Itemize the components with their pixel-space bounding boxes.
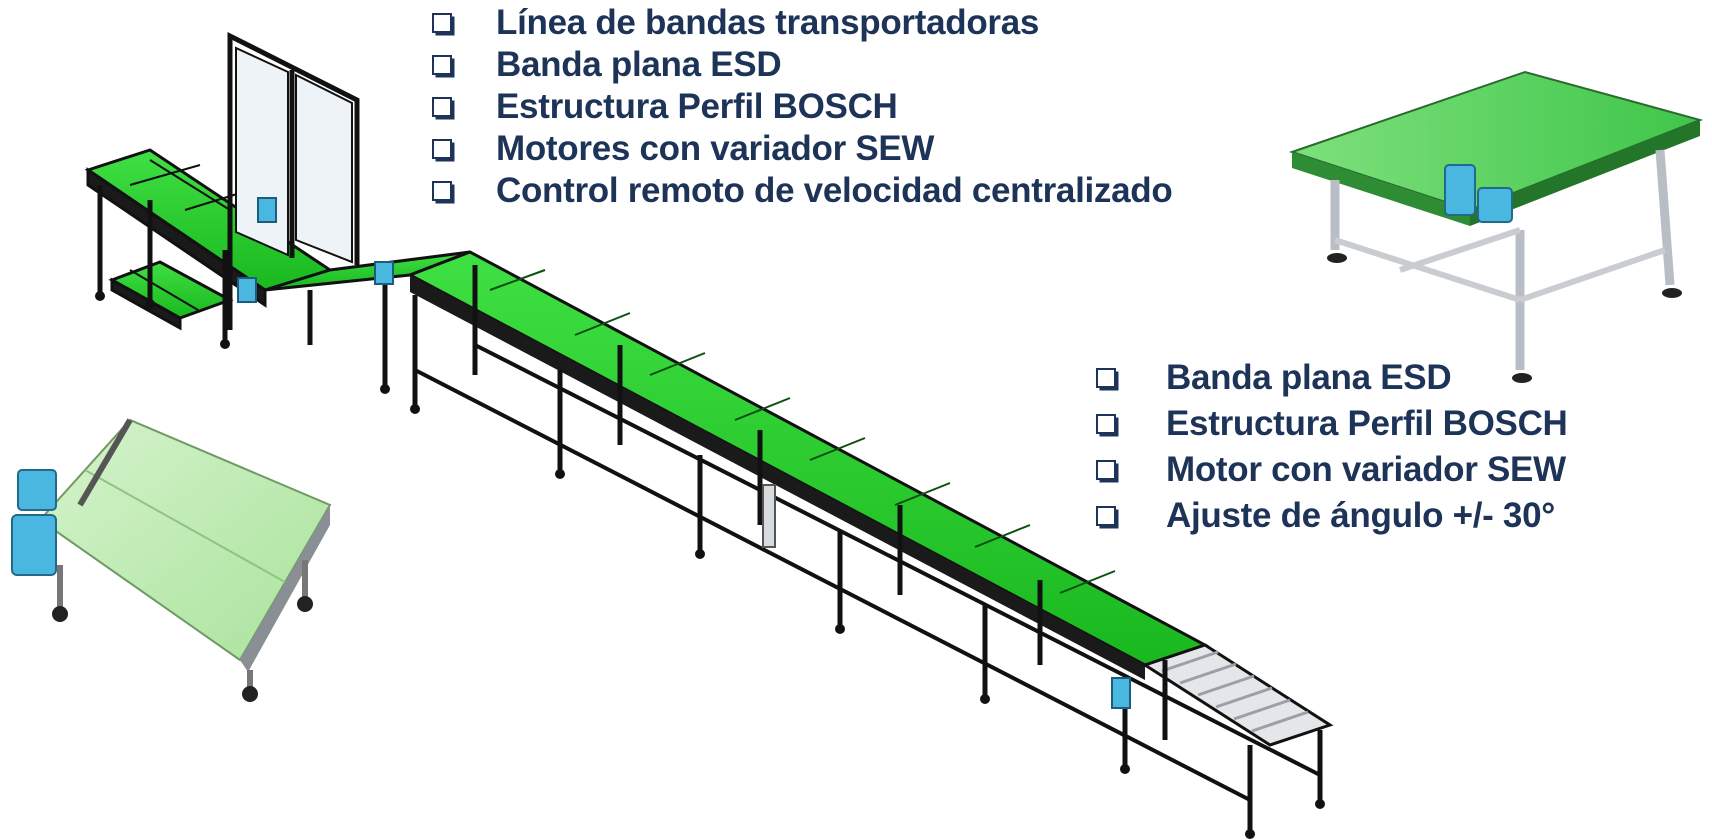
checkbox-bullet-icon bbox=[432, 181, 452, 201]
feature-text: Motor con variador SEW bbox=[1166, 450, 1566, 489]
feature-text: Estructura Perfil BOSCH bbox=[1166, 404, 1568, 443]
feature-item: Banda plana ESD bbox=[1096, 355, 1568, 401]
feature-item: Motores con variador SEW bbox=[432, 128, 1172, 170]
feature-item: Ajuste de ángulo +/- 30° bbox=[1096, 493, 1568, 539]
checkbox-bullet-icon bbox=[1096, 368, 1116, 388]
feature-item: Estructura Perfil BOSCH bbox=[432, 86, 1172, 128]
feature-item: Estructura Perfil BOSCH bbox=[1096, 401, 1568, 447]
module-feature-list: Banda plana ESD Estructura Perfil BOSCH … bbox=[1096, 355, 1568, 539]
feature-item: Línea de bandas transportadoras bbox=[432, 2, 1172, 44]
checkbox-bullet-icon bbox=[1096, 506, 1116, 526]
feature-text: Banda plana ESD bbox=[1166, 358, 1452, 397]
feature-text: Banda plana ESD bbox=[496, 45, 782, 84]
main-belt bbox=[406, 250, 1209, 667]
top-feature-list: Línea de bandas transportadoras Banda pl… bbox=[432, 2, 1173, 212]
feature-item: Motor con variador SEW bbox=[1096, 447, 1568, 493]
feature-item: Control remoto de velocidad centralizado bbox=[432, 170, 1173, 212]
feature-text: Línea de bandas transportadoras bbox=[496, 3, 1040, 42]
main-conveyor-line bbox=[84, 31, 1334, 839]
checkbox-bullet-icon bbox=[432, 13, 452, 33]
inclined-conveyor-module bbox=[1288, 70, 1704, 383]
checkbox-bullet-icon bbox=[432, 97, 452, 117]
roller-section bbox=[1141, 643, 1334, 747]
checkbox-bullet-icon bbox=[1096, 460, 1116, 480]
feature-item: Banda plana ESD bbox=[432, 44, 1172, 86]
checkbox-bullet-icon bbox=[432, 139, 452, 159]
motor-units bbox=[237, 197, 1131, 709]
feature-text: Motores con variador SEW bbox=[496, 129, 935, 168]
feature-text: Estructura Perfil BOSCH bbox=[496, 87, 898, 126]
checkbox-bullet-icon bbox=[1096, 414, 1116, 434]
flat-conveyor-module bbox=[11, 418, 332, 702]
feature-text: Control remoto de velocidad centralizado bbox=[496, 171, 1173, 210]
infeed-conveyors bbox=[84, 148, 334, 331]
checkbox-bullet-icon bbox=[432, 55, 452, 75]
feature-text: Ajuste de ángulo +/- 30° bbox=[1166, 496, 1555, 535]
